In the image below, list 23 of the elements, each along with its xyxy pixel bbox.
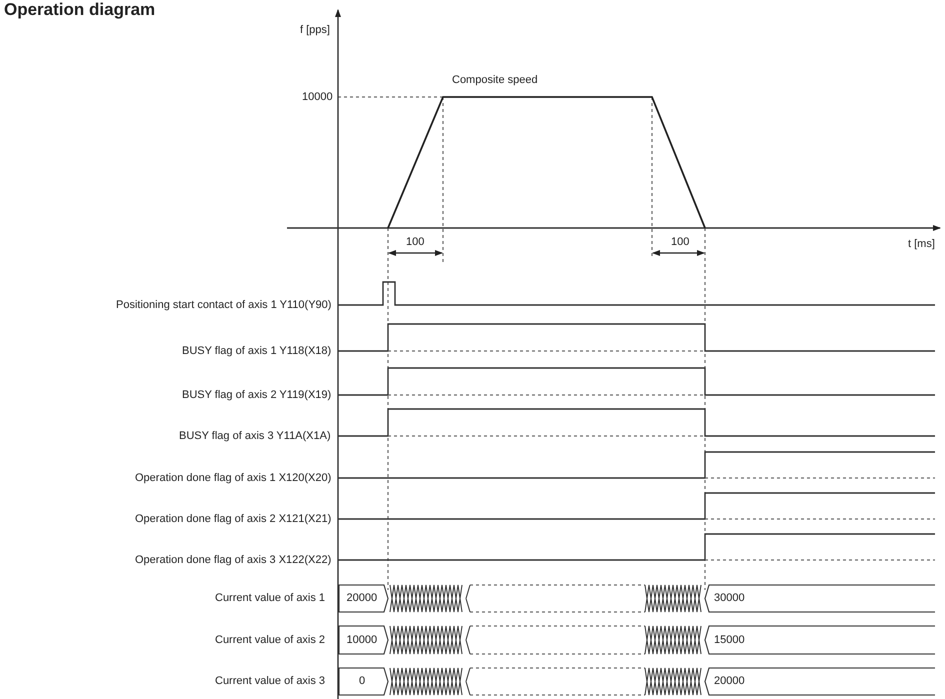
dimension-value: 100 xyxy=(406,236,424,248)
value-text: 20000 xyxy=(346,592,378,604)
diagram-title: Operation diagram xyxy=(4,0,156,20)
dimension-value: 100 xyxy=(671,236,690,248)
signal-name: Current value of axis 2 xyxy=(215,634,326,646)
axis-label: f [pps] xyxy=(300,24,330,36)
signal-name: BUSY flag of axis 1 Y118(X18) xyxy=(182,344,332,358)
signal-name: BUSY flag of axis 3 Y11A(X1A) xyxy=(179,430,331,442)
signal-name: Current value of axis 3 xyxy=(215,674,326,688)
signal-name: Operation done flag of axis 2 X121(X21) xyxy=(135,512,332,526)
value-text: 15000 xyxy=(714,634,745,646)
curve-label: Composite speed xyxy=(452,74,538,86)
tick-label: 10000 xyxy=(302,90,333,104)
signal-name: Operation done flag of axis 3 X122(X22) xyxy=(135,554,332,566)
signal-name: Positioning start contact of axis 1 Y110(Y90) xyxy=(116,298,332,312)
value-text: 30000 xyxy=(714,592,745,604)
value-text: 0 xyxy=(359,674,366,688)
signal-name: BUSY flag of axis 2 Y119(X19) xyxy=(182,388,332,402)
value-text: 10000 xyxy=(346,634,378,646)
signal-name: Current value of axis 1 xyxy=(215,592,326,604)
axis-label: t [ms] xyxy=(908,238,935,250)
value-text: 20000 xyxy=(714,674,745,688)
signal-name: Operation done flag of axis 1 X120(X20) xyxy=(135,472,332,484)
